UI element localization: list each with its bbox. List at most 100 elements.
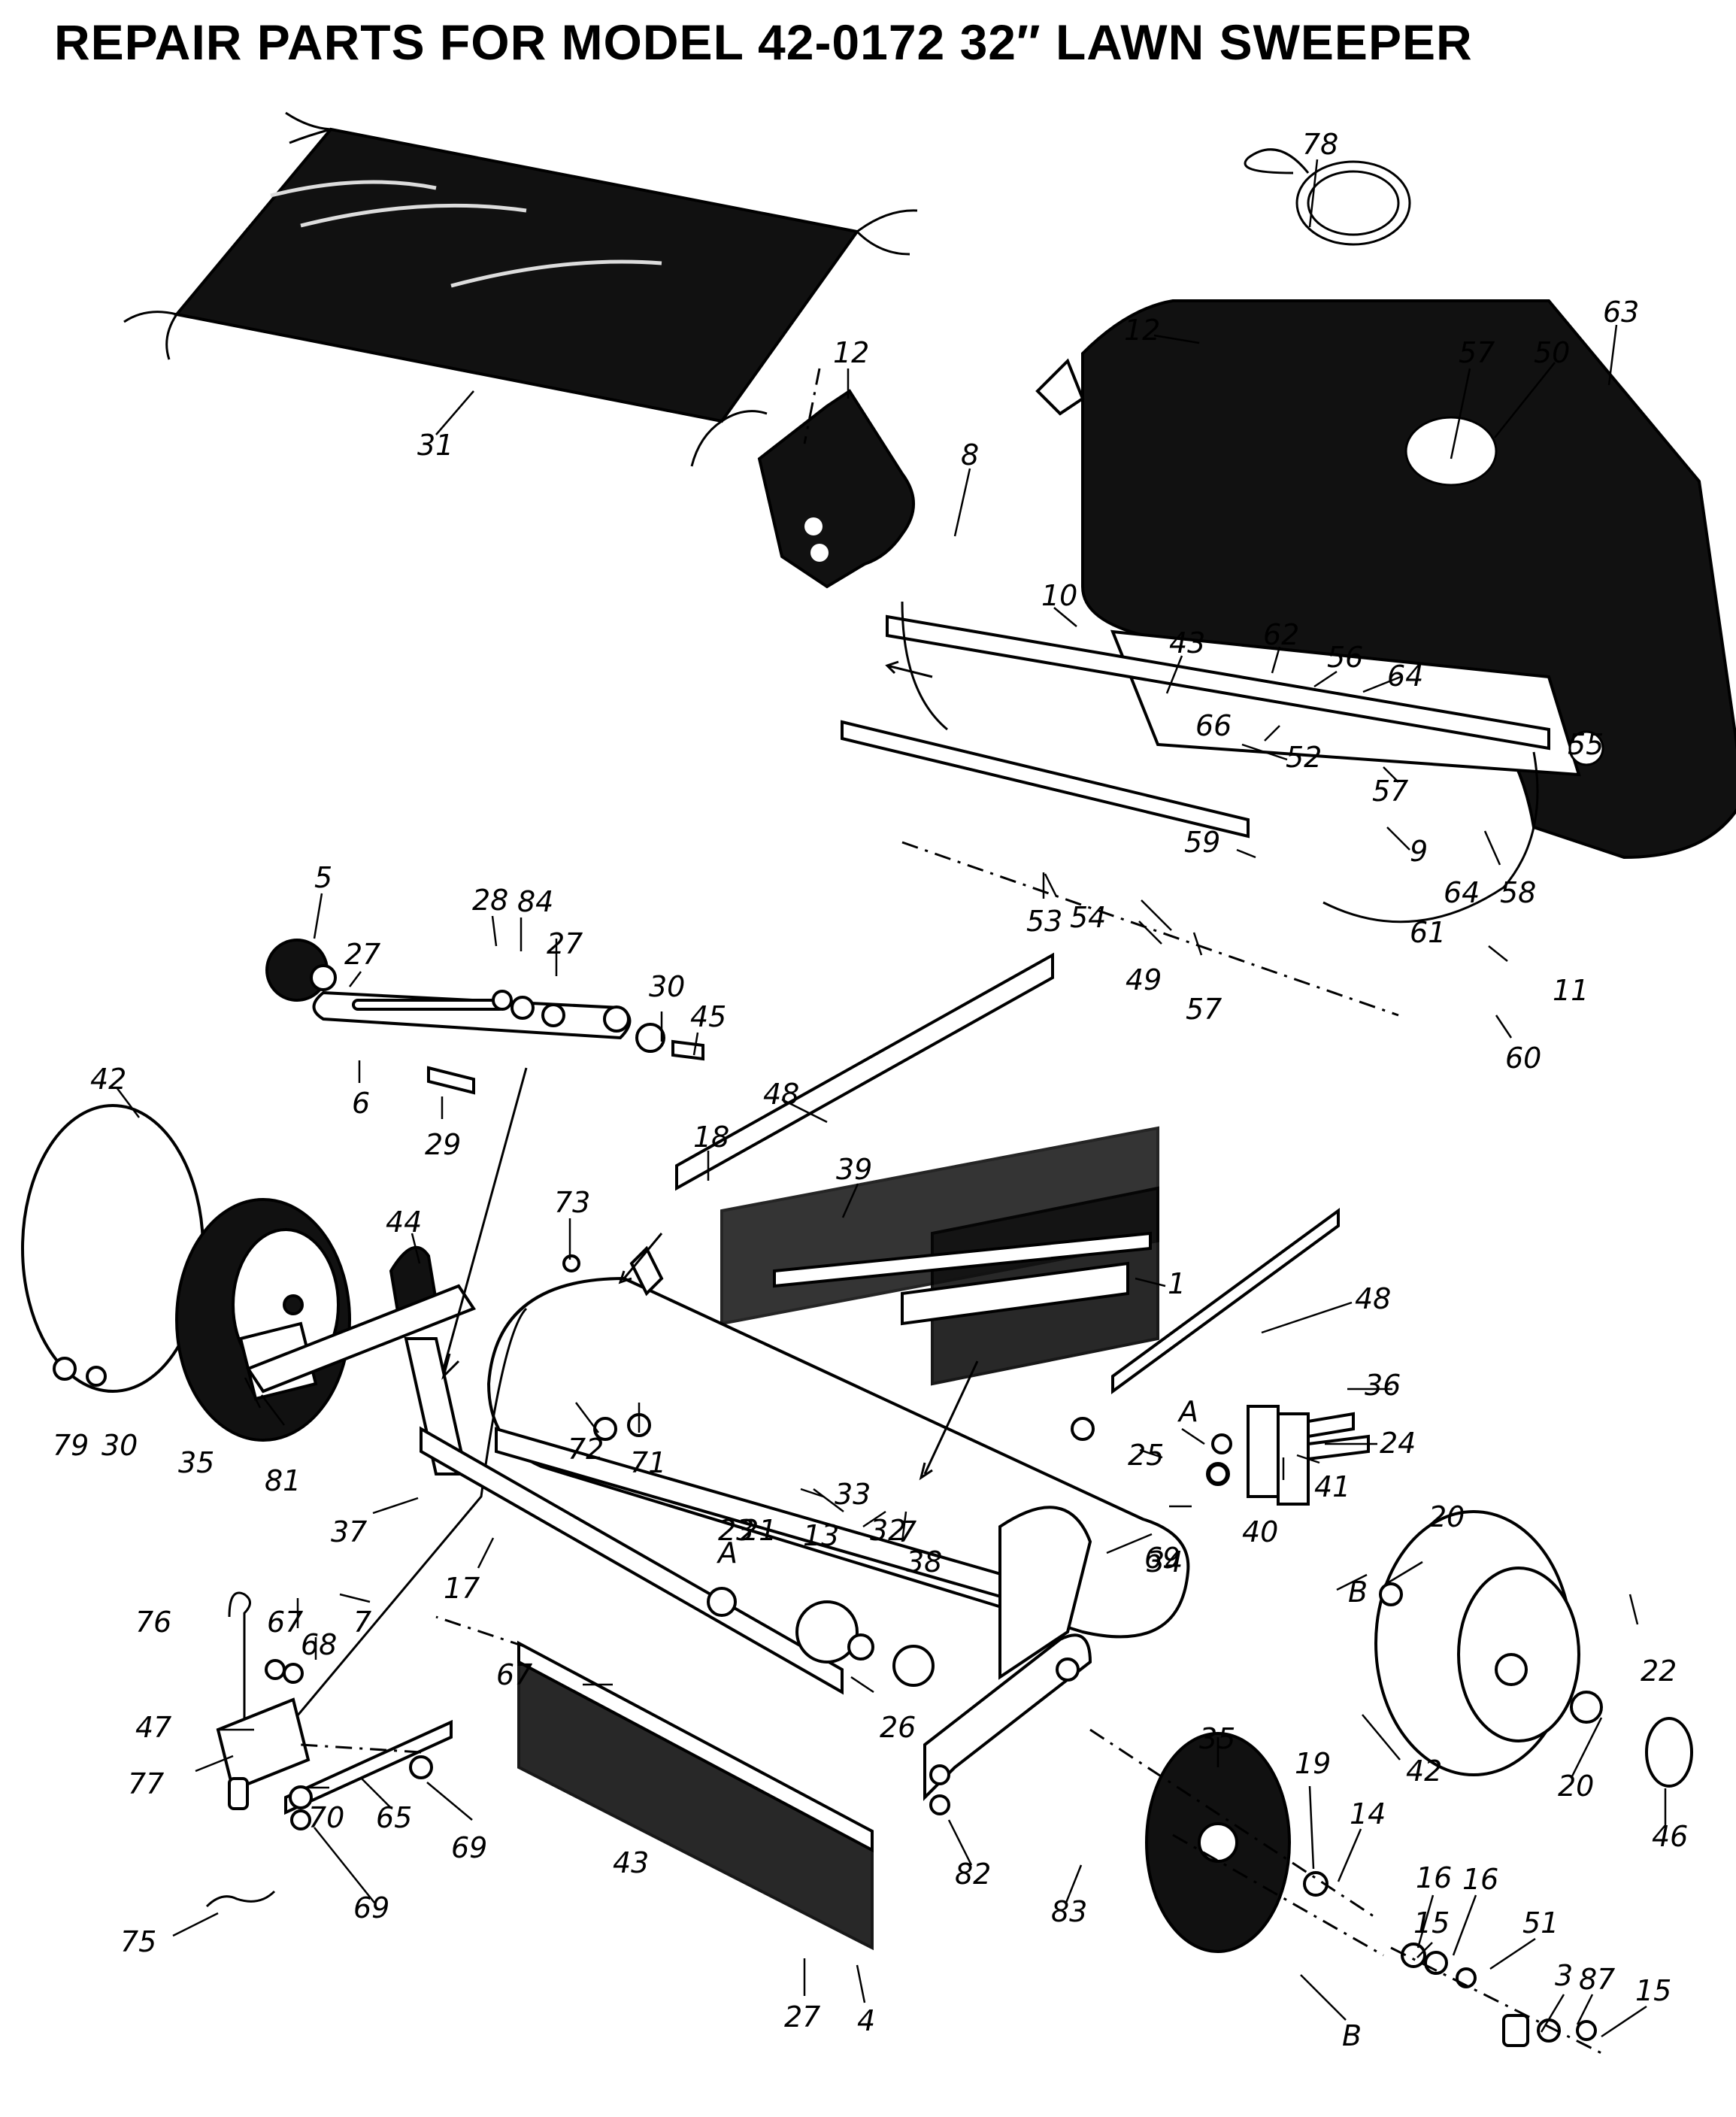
- callout-26: 26: [880, 1711, 916, 1744]
- brush-assembly-1: [720, 1126, 1159, 1386]
- callout-A: A: [716, 1536, 738, 1570]
- side-panel-12: [757, 389, 915, 589]
- callout-41: 41: [1314, 1470, 1350, 1503]
- right-wheel-42: [1145, 1510, 1693, 2047]
- callout-42: 42: [1406, 1755, 1442, 1788]
- callout-24: 24: [1380, 1427, 1416, 1460]
- callout-17: 17: [444, 1572, 480, 1605]
- callout-44: 44: [386, 1206, 422, 1239]
- callout-67: 67: [496, 1658, 532, 1691]
- callout-A: A: [1177, 1395, 1198, 1428]
- callout-52: 52: [1286, 741, 1322, 774]
- callout-27: 27: [784, 2000, 820, 2034]
- left-wheel-42: [21, 1104, 351, 1442]
- callout-63: 63: [1603, 296, 1639, 329]
- callout-66: 66: [1195, 709, 1232, 742]
- callout-37: 37: [331, 1515, 367, 1548]
- callout-22: 22: [1641, 1654, 1677, 1688]
- callout-35: 35: [178, 1446, 214, 1479]
- callout-12: 12: [833, 336, 869, 369]
- arrow: [441, 1067, 528, 1381]
- callout-12: 12: [1124, 314, 1160, 347]
- callout-77: 77: [128, 1767, 164, 1800]
- hopper-assembly: [841, 299, 1736, 924]
- callout-34: 34: [1147, 1545, 1183, 1579]
- callout-27: 27: [344, 938, 380, 971]
- callout-9: 9: [1410, 835, 1428, 868]
- centerline: [1172, 1833, 1384, 1957]
- callout-57: 57: [1186, 993, 1222, 1026]
- left-linkage-47: [205, 1591, 453, 1908]
- callout-50: 50: [1534, 336, 1570, 369]
- callout-51: 51: [1522, 1906, 1559, 1940]
- callout-16: 16: [1416, 1861, 1452, 1894]
- callout-61: 61: [1410, 916, 1446, 949]
- callout-67: 67: [267, 1606, 303, 1639]
- centerline: [300, 1743, 422, 1754]
- callout-72: 72: [568, 1433, 604, 1466]
- arrow: [618, 1233, 663, 1284]
- callout-42: 42: [90, 1063, 126, 1096]
- callout-49: 49: [1126, 963, 1162, 996]
- callout-48: 48: [763, 1078, 799, 1111]
- callout-82: 82: [955, 1858, 991, 1891]
- callout-39: 39: [836, 1153, 872, 1186]
- callout-54: 54: [1070, 901, 1106, 934]
- callout-59: 59: [1184, 826, 1220, 859]
- callout-69: 69: [451, 1831, 487, 1864]
- callout-73: 73: [554, 1186, 590, 1219]
- side-bracket-82: [923, 1633, 1092, 1815]
- callout-15: 15: [1413, 1906, 1450, 1940]
- callout-30: 30: [649, 970, 685, 1003]
- centerline: [1390, 1946, 1602, 2055]
- callout-B: B: [1348, 1576, 1368, 1609]
- callout-B: B: [1342, 2019, 1362, 2052]
- callout-11: 11: [1553, 974, 1589, 1007]
- arrow: [885, 660, 933, 678]
- callout-19: 19: [1295, 1747, 1331, 1780]
- callout-38: 38: [906, 1545, 942, 1579]
- callout-48: 48: [1355, 1282, 1391, 1315]
- leader-lines: [116, 159, 1667, 2038]
- callout-40: 40: [1242, 1515, 1278, 1548]
- handle-bracket-44: [245, 1245, 528, 1730]
- callout-1: 1: [1168, 1267, 1186, 1300]
- callout-43: 43: [1169, 626, 1205, 660]
- callout-58: 58: [1500, 876, 1536, 909]
- adjustment-bar-6: [265, 939, 704, 1095]
- callout-36: 36: [1365, 1369, 1401, 1402]
- callout-27: 27: [547, 927, 583, 960]
- callout-6: 6: [352, 1087, 370, 1120]
- centerline: [803, 368, 821, 444]
- callout-57: 57: [1459, 336, 1495, 369]
- callout-25: 25: [1128, 1439, 1164, 1472]
- callout-20: 20: [1558, 1770, 1594, 1803]
- callout-79: 79: [53, 1429, 89, 1462]
- page-title: REPAIR PARTS FOR MODEL 42-0172 32″ LAWN …: [54, 14, 1473, 70]
- callout-62: 62: [1263, 618, 1299, 651]
- callout-68: 68: [301, 1628, 337, 1661]
- callout-13: 13: [803, 1519, 839, 1552]
- blade-strip-43: [517, 1640, 874, 1951]
- callout-7: 7: [353, 1606, 371, 1639]
- callout-28: 28: [472, 884, 508, 917]
- centerline: [435, 1615, 527, 1648]
- callout-47: 47: [135, 1711, 171, 1744]
- callout-31: 31: [417, 429, 453, 462]
- callout-16: 16: [1462, 1863, 1498, 1896]
- callout-20: 20: [1428, 1500, 1465, 1533]
- callout-84: 84: [517, 885, 553, 918]
- callout-65: 65: [376, 1801, 412, 1834]
- frame-rails: [420, 952, 1340, 1695]
- cord-coil-78: [1244, 148, 1411, 246]
- callout-21: 21: [741, 1514, 777, 1547]
- callout-29: 29: [425, 1128, 461, 1161]
- callout-78: 78: [1302, 128, 1338, 161]
- callout-15: 15: [1635, 1974, 1671, 2007]
- callout-30: 30: [101, 1429, 138, 1462]
- callout-3: 3: [1555, 1959, 1573, 1992]
- callout-76: 76: [135, 1606, 171, 1639]
- callout-60: 60: [1505, 1042, 1541, 1075]
- callout-35: 35: [1199, 1722, 1235, 1755]
- callout-83: 83: [1051, 1895, 1087, 1928]
